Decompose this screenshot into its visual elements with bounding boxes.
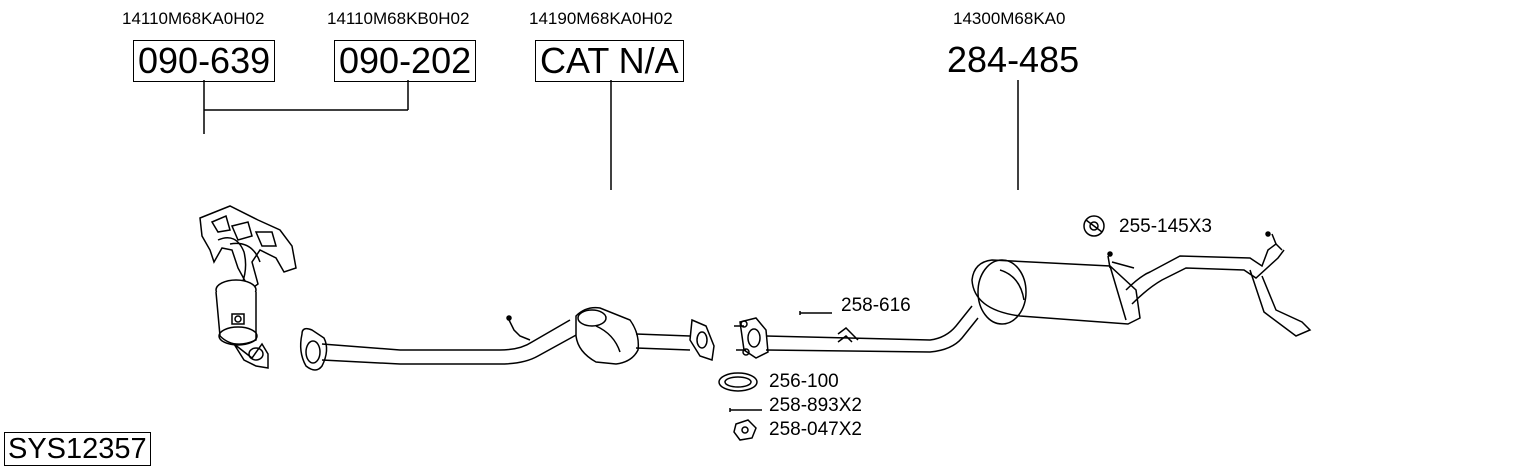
system-code: SYS12357 bbox=[4, 432, 151, 466]
oem-number-silencer: 14300M68KA0 bbox=[953, 9, 1066, 28]
flange[interactable] bbox=[734, 317, 769, 359]
manifold-catalyst[interactable] bbox=[199, 205, 297, 369]
oem-number-manifold-2: 14110M68KB0H02 bbox=[327, 9, 470, 28]
label-gasket[interactable]: 256-100 bbox=[769, 371, 839, 392]
label-bolt[interactable]: 258-893X2 bbox=[769, 395, 862, 416]
leader-lines bbox=[203, 80, 1019, 190]
part-number-silencer[interactable]: 284-485 bbox=[947, 39, 1080, 80]
rubber-hanger-icon bbox=[1083, 215, 1105, 237]
label-nut[interactable]: 258-047X2 bbox=[769, 419, 862, 440]
catalytic-converter[interactable] bbox=[575, 306, 715, 365]
part-number-090-202[interactable]: 090-202 bbox=[334, 40, 477, 82]
part-number-090-639[interactable]: 090-639 bbox=[133, 40, 276, 82]
oem-number-catalyst: 14190M68KA0H02 bbox=[529, 9, 673, 28]
front-pipe[interactable] bbox=[299, 315, 579, 371]
label-bolt-pipe[interactable]: 258-616 bbox=[841, 295, 911, 316]
tail-pipe[interactable] bbox=[1125, 231, 1312, 337]
bolt-icon bbox=[729, 408, 762, 412]
oem-number-manifold-1: 14110M68KA0H02 bbox=[122, 9, 265, 28]
nut-icon bbox=[733, 419, 757, 441]
centre-pipe[interactable] bbox=[765, 305, 979, 353]
part-number-catalyst[interactable]: CAT N/A bbox=[535, 40, 684, 82]
gasket-ring-icon bbox=[718, 372, 758, 392]
bolt-icon bbox=[799, 311, 832, 315]
silencer[interactable] bbox=[971, 251, 1141, 325]
label-hanger-rubber[interactable]: 255-145X3 bbox=[1119, 216, 1212, 237]
